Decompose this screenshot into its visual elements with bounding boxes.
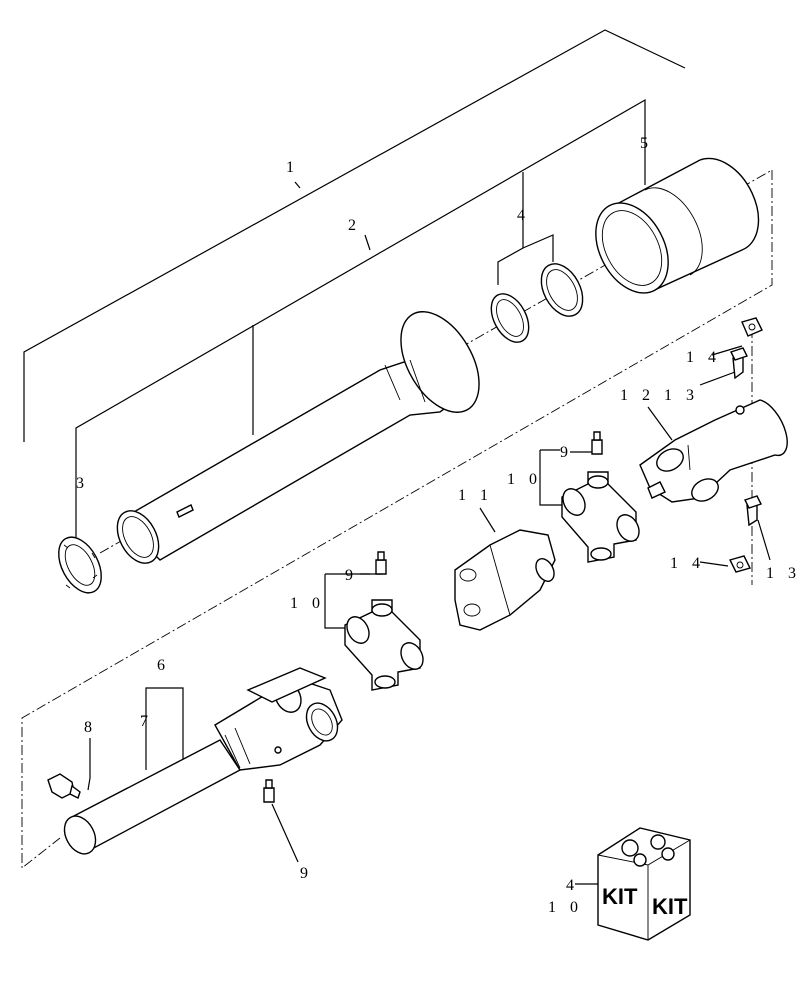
- part-12-clamp-yoke: [639, 399, 788, 503]
- callout-13-bottom: 1 3: [766, 565, 801, 582]
- callout-10-middle: 1 0: [290, 595, 325, 612]
- callout-10-top: 1 0: [507, 471, 542, 488]
- part-3-collar-ring: [58, 536, 102, 594]
- part-8-grease-fitting: [47, 773, 81, 799]
- part-13-bolts: [730, 347, 762, 527]
- callout-9-middle: 9: [345, 567, 358, 584]
- callout-5: 5: [640, 135, 653, 152]
- part-10-cross-bearings: [344, 471, 640, 691]
- part-11-yoke: [454, 529, 556, 631]
- callout-7: 7: [140, 713, 153, 730]
- part-5-guard-tube: [595, 157, 760, 294]
- callout-8: 8: [84, 719, 97, 736]
- callout-kit-4: 4: [566, 877, 579, 894]
- callout-labels: 1 2 3 4 5 6 7 8 9 9 9 1 0 1 0 1 1 1 2 1 …: [76, 135, 801, 916]
- kit-label-right: KIT: [652, 894, 688, 919]
- part-14-nuts: [728, 317, 763, 573]
- callout-11: 1 1: [458, 487, 493, 504]
- callout-6: 6: [157, 657, 170, 674]
- part-2-guard-cone-tube: [116, 311, 480, 564]
- callout-1: 1: [286, 159, 299, 176]
- part-4-snap-rings: [490, 263, 584, 343]
- kit-box: [597, 827, 691, 941]
- part-6-shaft-yoke: [63, 667, 343, 855]
- callout-9-bottom: 9: [300, 865, 313, 882]
- callout-2: 2: [348, 217, 361, 234]
- leader-lines: [23, 29, 771, 885]
- callout-14-top: 1 4: [686, 349, 721, 366]
- callout-12: 1 2: [620, 387, 655, 404]
- kit-labels: KIT KIT: [602, 884, 688, 919]
- callout-kit-10: 1 0: [548, 899, 583, 916]
- callout-4: 4: [517, 207, 530, 224]
- callout-13-top: 1 3: [664, 387, 699, 404]
- callout-14-bottom: 1 4: [670, 555, 705, 572]
- callout-3: 3: [76, 475, 89, 492]
- kit-label-left: KIT: [602, 884, 638, 909]
- part-9-grease-fittings: [263, 431, 603, 803]
- callout-9-top: 9: [560, 444, 573, 461]
